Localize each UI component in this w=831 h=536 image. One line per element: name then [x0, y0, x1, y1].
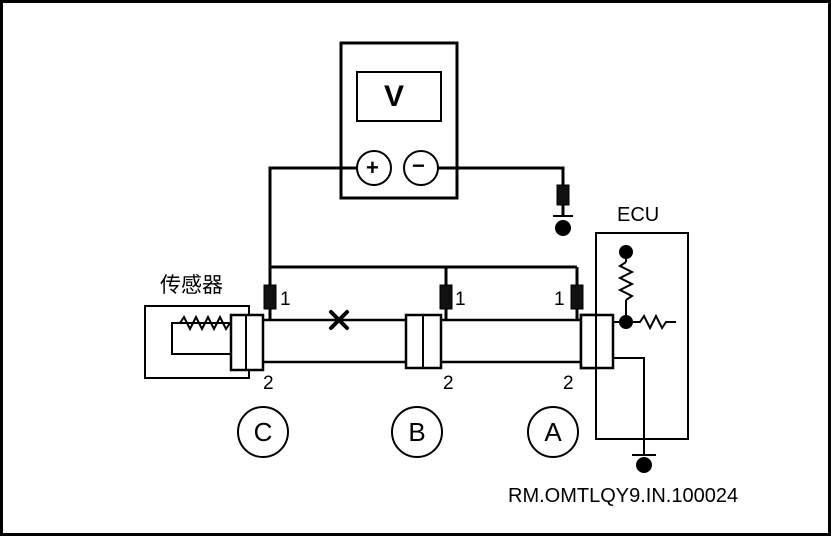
probe-leads [268, 166, 579, 285]
pin-1-label-c: 1 [280, 289, 291, 310]
plus-sign: + [366, 155, 379, 180]
ecu-label: ECU [617, 204, 660, 226]
open-circuit-mark [329, 310, 349, 330]
probe-tips [268, 309, 579, 320]
pin-2-label-b: 2 [443, 373, 454, 394]
connector-b [404, 313, 443, 370]
reference-code: RM.OMTLQY9.IN.100024 [508, 485, 739, 507]
pin-1-label-b: 1 [455, 289, 466, 310]
ecu-box [579, 232, 689, 473]
test-probes [263, 284, 584, 310]
pin-2-label-c: 2 [263, 373, 274, 394]
voltmeter-display: V [384, 80, 405, 113]
connector-b-id: B [391, 406, 443, 458]
pin-1-label-a: 1 [554, 289, 565, 310]
ground-probe [553, 184, 573, 236]
connector-c-id: C [237, 406, 289, 458]
voltmeter [339, 41, 459, 200]
connector-a-id: A [527, 406, 579, 458]
minus-sign: − [412, 153, 425, 178]
connector-c [229, 313, 265, 372]
pin-2-label-a: 2 [563, 373, 574, 394]
sensor-label: 传感器 [160, 273, 223, 297]
